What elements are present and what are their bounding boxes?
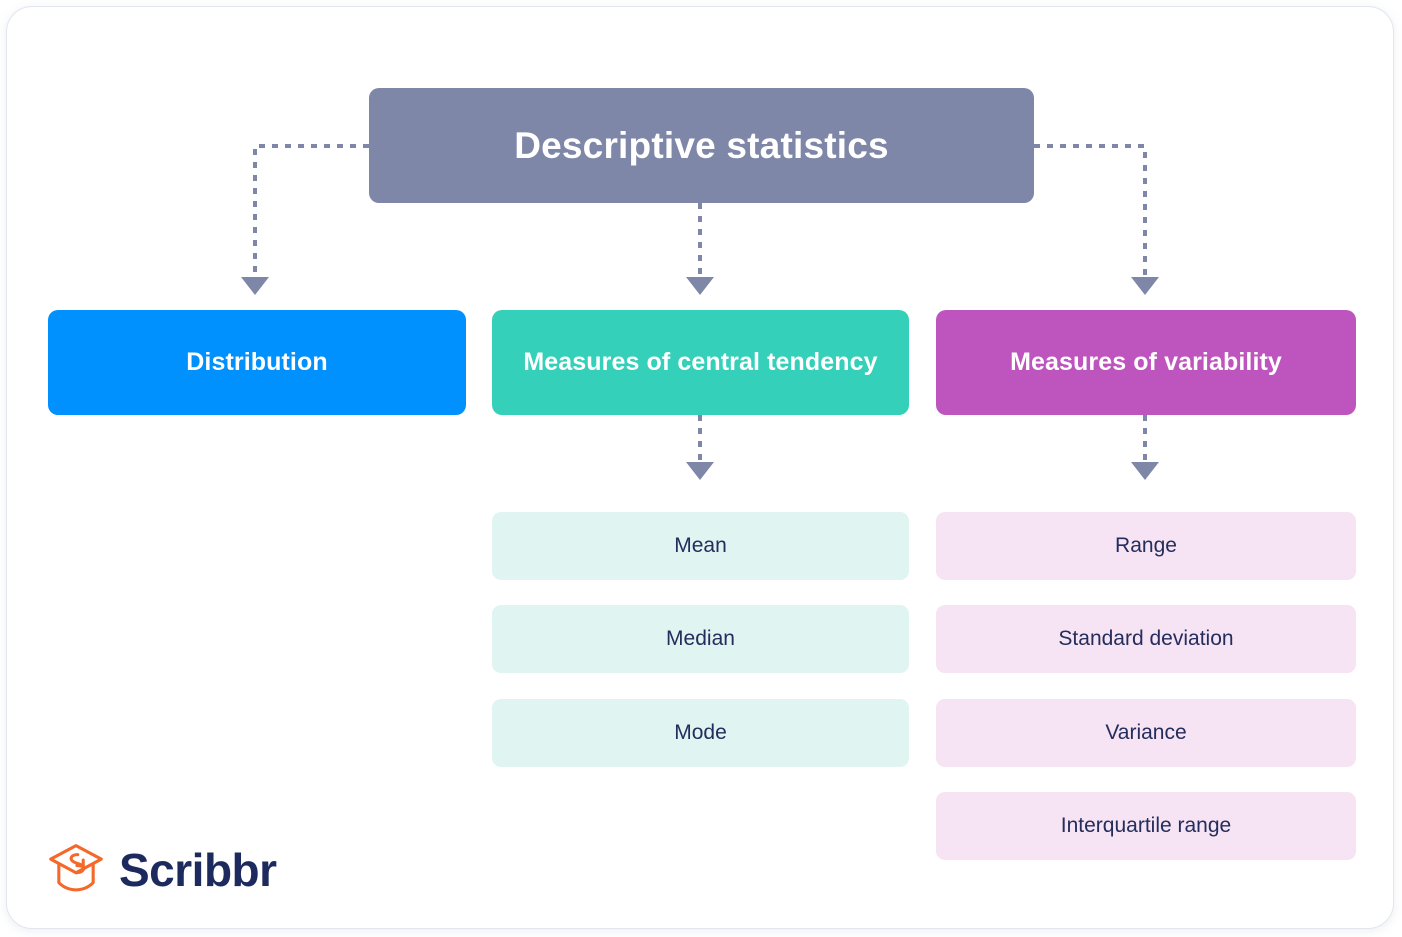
node-mode: Mode — [492, 699, 909, 767]
node-standard-deviation: Standard deviation — [936, 605, 1356, 673]
node-mean: Mean — [492, 512, 909, 580]
node-descriptive-statistics: Descriptive statistics — [369, 88, 1034, 203]
node-measures-of-central-tendency: Measures of central tendency — [492, 310, 909, 415]
node-distribution: Distribution — [48, 310, 466, 415]
node-interquartile-range: Interquartile range — [936, 792, 1356, 860]
node-variance: Variance — [936, 699, 1356, 767]
node-measures-of-variability: Measures of variability — [936, 310, 1356, 415]
scribbr-logo: Scribbr — [47, 842, 277, 898]
node-range: Range — [936, 512, 1356, 580]
graduation-cap-icon — [49, 844, 103, 892]
node-median: Median — [492, 605, 909, 673]
scribbr-wordmark: Scribbr — [119, 844, 277, 896]
